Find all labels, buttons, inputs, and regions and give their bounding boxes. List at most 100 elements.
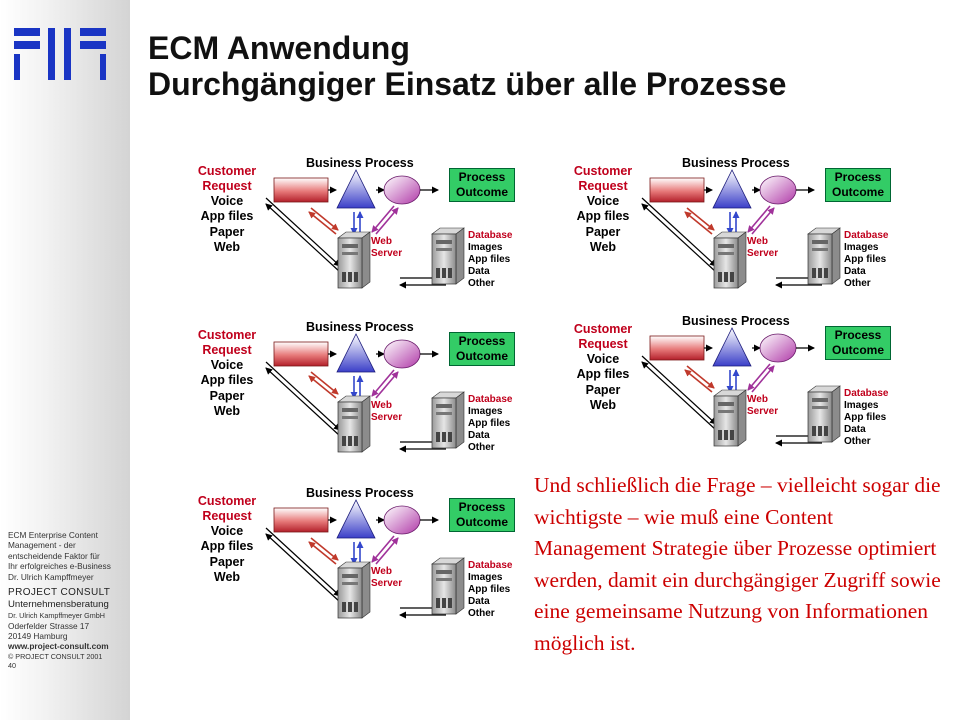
voice-label: Voice bbox=[586, 194, 620, 208]
db-app-files-label: App files bbox=[468, 418, 511, 429]
data-label: Data bbox=[468, 266, 490, 277]
process-diagram-1: Customer Request Voice App files Paper W… bbox=[196, 156, 526, 312]
db-app-files-label: App files bbox=[468, 254, 511, 265]
database-label: Database Images App files Data Other bbox=[468, 394, 512, 454]
web-server-web: Web bbox=[371, 566, 392, 577]
web-server-server: Server bbox=[371, 412, 403, 423]
database-label: Database Images App files Data Other bbox=[844, 388, 888, 448]
process-label: Process bbox=[458, 334, 506, 348]
other-label: Other bbox=[468, 608, 495, 619]
diagram-graphics bbox=[641, 327, 841, 447]
customer-request-label: Customer Request bbox=[563, 164, 643, 194]
web-server-icon bbox=[337, 395, 371, 453]
other-label: Other bbox=[468, 442, 495, 453]
web-server-server: Server bbox=[371, 578, 403, 589]
database-server-icon bbox=[431, 391, 465, 449]
database-title: Database bbox=[468, 230, 513, 241]
data-label: Data bbox=[844, 266, 866, 277]
process-triangle-icon bbox=[336, 169, 376, 209]
data-label: Data bbox=[468, 430, 490, 441]
paper-label: Paper bbox=[209, 554, 245, 569]
process-label: Process bbox=[834, 328, 882, 342]
database-server-icon bbox=[807, 227, 841, 285]
app-files-label: App files bbox=[200, 373, 254, 388]
database-label: Database Images App files Data Other bbox=[844, 230, 888, 290]
customer-label: Customer bbox=[197, 328, 257, 342]
app-files-label: App files bbox=[576, 209, 630, 224]
project-consult-logo-icon bbox=[14, 28, 106, 80]
customer-label: Customer bbox=[573, 164, 633, 178]
customer-label: Customer bbox=[197, 164, 257, 178]
process-diagram-2: Customer Request Voice App files Paper W… bbox=[572, 156, 902, 312]
web-server-server: Server bbox=[747, 406, 779, 417]
request-label: Request bbox=[202, 509, 252, 523]
web-server-server: Server bbox=[371, 248, 403, 259]
voice-label: Voice bbox=[586, 352, 620, 366]
title-line-1: ECM Anwendung bbox=[148, 30, 410, 66]
voice-label: Voice bbox=[210, 358, 244, 372]
web-label: Web bbox=[589, 398, 617, 413]
outcome-ellipse-icon bbox=[383, 175, 421, 205]
paper-label: Paper bbox=[209, 388, 245, 403]
web-server-label: Web Server bbox=[371, 566, 402, 590]
web-server-label: Web Server bbox=[747, 236, 778, 260]
app-files-label: App files bbox=[200, 209, 254, 224]
process-diagram-3: Customer Request Voice App files Paper W… bbox=[196, 320, 526, 476]
process-diagram-5: Customer Request Voice App files Paper W… bbox=[196, 486, 526, 642]
web-server-web: Web bbox=[747, 394, 768, 405]
input-sources: Voice App files Paper Web bbox=[563, 352, 643, 414]
request-label: Request bbox=[578, 337, 628, 351]
database-server-icon bbox=[807, 385, 841, 443]
database-server-icon bbox=[431, 557, 465, 615]
customer-request-label: Customer Request bbox=[563, 322, 643, 352]
business-process-label: Business Process bbox=[682, 314, 790, 328]
images-label: Images bbox=[844, 242, 879, 253]
customer-request-label: Customer Request bbox=[187, 494, 267, 524]
process-triangle-icon bbox=[712, 327, 752, 367]
company-subtitle: Unternehmensberatung bbox=[8, 599, 109, 611]
outcome-ellipse-icon bbox=[383, 505, 421, 535]
other-label: Other bbox=[468, 278, 495, 289]
outcome-label: Outcome bbox=[455, 349, 508, 363]
process-outcome-box: Process Outcome bbox=[449, 332, 515, 366]
request-bar-icon bbox=[273, 507, 329, 533]
database-title: Database bbox=[468, 394, 513, 405]
voice-label: Voice bbox=[210, 524, 244, 538]
outcome-label: Outcome bbox=[455, 515, 508, 529]
database-title: Database bbox=[844, 230, 889, 241]
web-server-icon bbox=[713, 231, 747, 289]
voice-label: Voice bbox=[210, 194, 244, 208]
diagram-graphics bbox=[641, 169, 841, 289]
process-label: Process bbox=[458, 500, 506, 514]
sidebar-text-line: Management - der bbox=[8, 540, 76, 551]
company-url[interactable]: www.project-consult.com bbox=[8, 641, 109, 652]
request-bar-icon bbox=[273, 341, 329, 367]
web-server-icon bbox=[337, 231, 371, 289]
process-outcome-box: Process Outcome bbox=[825, 326, 891, 360]
process-label: Process bbox=[458, 170, 506, 184]
outcome-label: Outcome bbox=[831, 343, 884, 357]
customer-request-label: Customer Request bbox=[187, 328, 267, 358]
request-label: Request bbox=[202, 343, 252, 357]
outcome-ellipse-icon bbox=[759, 333, 797, 363]
request-label: Request bbox=[202, 179, 252, 193]
app-files-label: App files bbox=[200, 539, 254, 554]
outcome-ellipse-icon bbox=[383, 339, 421, 369]
web-server-icon bbox=[713, 389, 747, 447]
process-triangle-icon bbox=[336, 499, 376, 539]
database-label: Database Images App files Data Other bbox=[468, 560, 512, 620]
diagram-graphics bbox=[265, 169, 465, 289]
business-process-label: Business Process bbox=[682, 156, 790, 170]
web-server-server: Server bbox=[747, 248, 779, 259]
db-app-files-label: App files bbox=[844, 412, 887, 423]
input-sources: Voice App files Paper Web bbox=[187, 194, 267, 256]
images-label: Images bbox=[468, 242, 503, 253]
images-label: Images bbox=[468, 572, 503, 583]
input-sources: Voice App files Paper Web bbox=[187, 524, 267, 586]
web-label: Web bbox=[589, 240, 617, 255]
app-files-label: App files bbox=[576, 367, 630, 382]
process-outcome-box: Process Outcome bbox=[825, 168, 891, 202]
sidebar-author: Dr. Ulrich Kampffmeyer bbox=[8, 571, 94, 582]
company-legal: Dr. Ulrich Kampffmeyer GmbH bbox=[8, 611, 105, 621]
paper-label: Paper bbox=[585, 224, 621, 239]
